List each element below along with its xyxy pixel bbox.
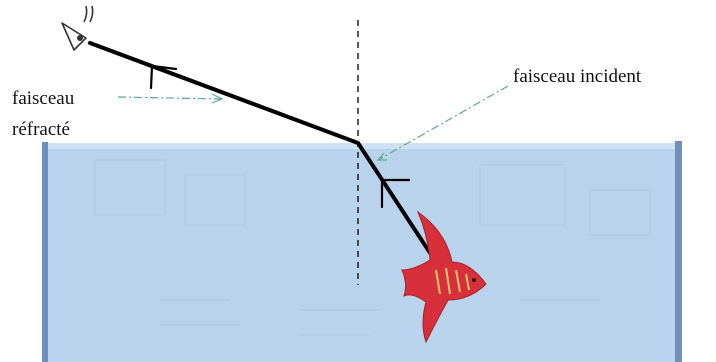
- fish-icon: [401, 210, 487, 344]
- incident-label: faisceau incident: [513, 66, 642, 87]
- incident-pointer-arrowhead: [376, 152, 387, 161]
- arrow-icon: [380, 178, 411, 209]
- incident-label-pointer: [377, 85, 509, 161]
- refracted-label-line2: réfracté: [12, 119, 70, 140]
- refracted-label-line1: faisceau: [12, 88, 75, 109]
- tank-left-wall: [42, 142, 48, 362]
- water-texture: [94, 159, 651, 336]
- arrow-icon: [149, 64, 178, 90]
- light-ray: [88, 41, 438, 264]
- refracted-pointer-arrowhead: [211, 93, 224, 104]
- tank-right-wall: [675, 141, 682, 362]
- refracted-label-pointer: [117, 96, 223, 100]
- water-surface-highlight: [46, 143, 679, 149]
- water: [46, 143, 679, 362]
- eye-icon: [61, 5, 94, 51]
